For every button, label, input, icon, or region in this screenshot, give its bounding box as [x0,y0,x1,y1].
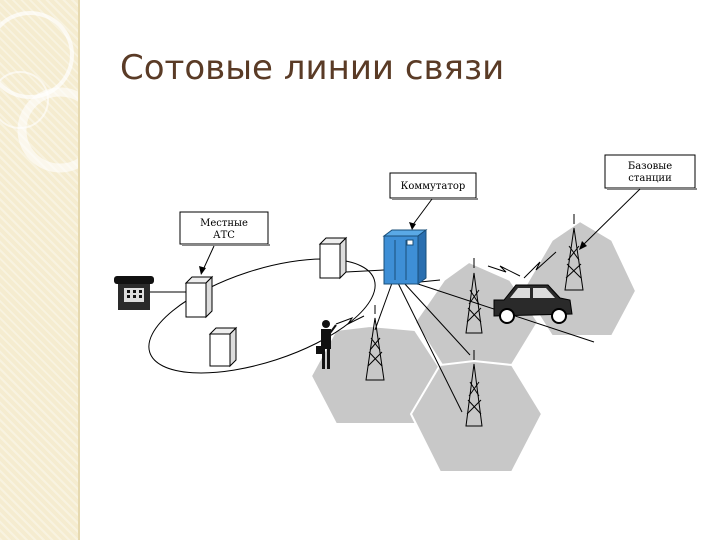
base-stations-label-line2: станции [628,173,672,184]
decorative-sidebar [0,0,103,540]
person-with-phone-icon [316,320,337,369]
cell-hex-left [309,324,447,425]
cell-hex-center [409,359,544,473]
base-stations-label-line1: Базовые [628,161,672,172]
switch-cabinet [382,229,428,285]
local-exchange-box-2 [208,326,238,368]
slide-title: Сотовые линии связи [120,48,505,88]
switch-callout: Коммутатор [389,172,478,230]
telephone-icon [114,276,186,310]
base-station-tower-middle [465,258,483,334]
pbx-ring-line [148,258,376,374]
local-exchange-box-1 [184,275,214,319]
local-exchanges-callout: Местные АТС [179,211,270,275]
cell-hex-top-right [521,219,638,337]
base-station-tower-left [365,305,385,381]
local-exchange-box-3 [318,236,348,280]
base-stations-callout: Базовые станции [579,154,697,250]
base-station-tower-center [465,350,483,427]
local-exchanges-label-line1: Местные [200,218,248,229]
switch-label: Коммутатор [401,181,466,192]
sidebar-edge [78,0,80,540]
local-exchanges-label-line2: АТС [213,230,235,241]
car-icon [493,284,573,324]
base-station-tower-right [564,214,584,291]
radio-signals [335,251,557,326]
